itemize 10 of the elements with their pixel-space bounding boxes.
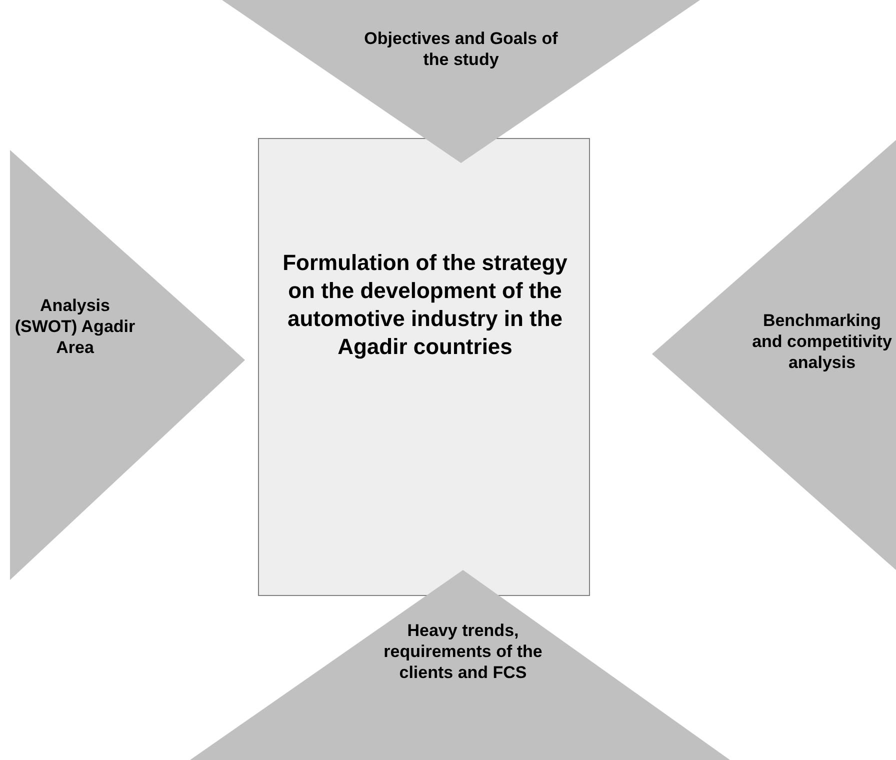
triangle-shape [10,150,245,580]
node-label: Heavy trends, requirements of the clients and FCS [383,620,543,683]
node-label: Objectives and Goals of the study [363,28,559,70]
node-label: Formulation of the strategy on the development of the automotive industry in the Agadir countries [282,249,568,361]
center-box [258,138,590,596]
node-label: Analysis (SWOT) Agadir Area [14,295,136,358]
triangle-shape [652,140,896,570]
triangle-shape [222,0,700,163]
node-label: Benchmarking and competitivity analysis [752,310,892,373]
triangle-shape [190,570,730,760]
